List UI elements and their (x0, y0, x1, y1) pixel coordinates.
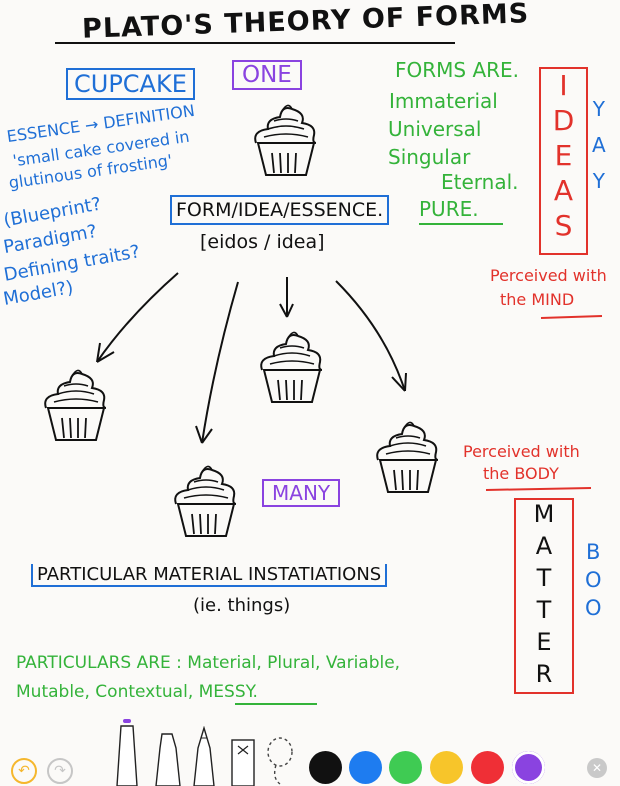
perceived-body-line-2: the BODY (483, 464, 559, 483)
yay-letter: Y (592, 169, 605, 193)
forms-heading: FORMS ARE. (395, 58, 520, 82)
boo-letter: O (585, 568, 602, 592)
ideas-letter: D (552, 104, 575, 137)
things-label: (ie. things) (193, 595, 291, 616)
one-label: ONE (232, 60, 302, 90)
cupcake-center (260, 331, 323, 403)
perceived-mind-line-2: the MIND (500, 290, 575, 309)
color-blue-swatch[interactable] (349, 751, 382, 784)
yay-letter: Y (592, 97, 605, 121)
particular-label: PARTICULAR MATERIAL INSTATIATIONS (31, 564, 388, 587)
ideas-vertical: I D E A S (539, 67, 588, 255)
matter-letter: E (536, 628, 552, 656)
boo-letter: B (586, 540, 601, 564)
color-black-swatch[interactable] (309, 751, 342, 784)
many-label: MANY (262, 479, 341, 507)
boo-vertical: B O O (585, 540, 602, 620)
cupcake-one (254, 104, 317, 176)
marker-tool-icon[interactable] (152, 730, 184, 786)
eraser-tool-icon[interactable] (229, 736, 257, 786)
forms-item-immaterial: Immaterial (389, 89, 498, 113)
arrows (96, 272, 407, 444)
ideas-letter: I (559, 69, 568, 102)
forms-item-singular: Singular (388, 145, 471, 169)
particulars-line-2: Mutable, Contextual, MESSY. (16, 682, 258, 702)
cupcake-label: CUPCAKE (66, 68, 195, 100)
ideas-letter: A (553, 174, 574, 207)
matter-letter: M (533, 500, 555, 528)
matter-letter: R (535, 660, 553, 688)
undo-icon[interactable]: ↶ (11, 758, 37, 784)
pen-tool-icon[interactable] (115, 716, 143, 786)
close-icon[interactable]: ✕ (587, 758, 607, 778)
forms-item-universal: Universal (388, 117, 482, 141)
pencil-tool-icon[interactable] (190, 726, 218, 786)
cupcake-bottom (174, 465, 237, 537)
ideas-letter: S (554, 209, 573, 242)
cupcake-right (376, 421, 439, 493)
lasso-tool-icon[interactable] (264, 734, 296, 786)
color-red-swatch[interactable] (471, 751, 504, 784)
eidos-label: [eidos / idea] (200, 231, 325, 253)
ideas-letter: E (554, 139, 573, 172)
matter-letter: A (535, 532, 553, 560)
form-idea-essence-label: FORM/IDEA/ESSENCE. (170, 195, 390, 225)
perceived-mind-line-1: Perceived with (490, 266, 607, 285)
forms-item-eternal: Eternal. (441, 170, 519, 194)
yay-vertical: Y A Y (592, 97, 606, 193)
yay-letter: A (592, 133, 606, 157)
cupcake-left (44, 369, 107, 441)
color-green-swatch[interactable] (389, 751, 422, 784)
annotation-underlines (235, 223, 603, 705)
perceived-body-line-1: Perceived with (463, 442, 580, 461)
matter-letter: T (536, 596, 552, 624)
color-yellow-swatch[interactable] (430, 751, 463, 784)
redo-icon[interactable]: ↷ (47, 758, 73, 784)
color-purple-swatch[interactable] (512, 751, 545, 784)
matter-letter: T (536, 564, 552, 592)
particulars-line-1: PARTICULARS ARE : Material, Plural, Vari… (16, 653, 401, 673)
matter-vertical: M A T T E R (514, 498, 574, 694)
forms-item-pure: PURE. (419, 197, 479, 221)
boo-letter: O (585, 596, 602, 620)
drawing-toolbar: ↶ ↷ ✕ (0, 710, 620, 786)
